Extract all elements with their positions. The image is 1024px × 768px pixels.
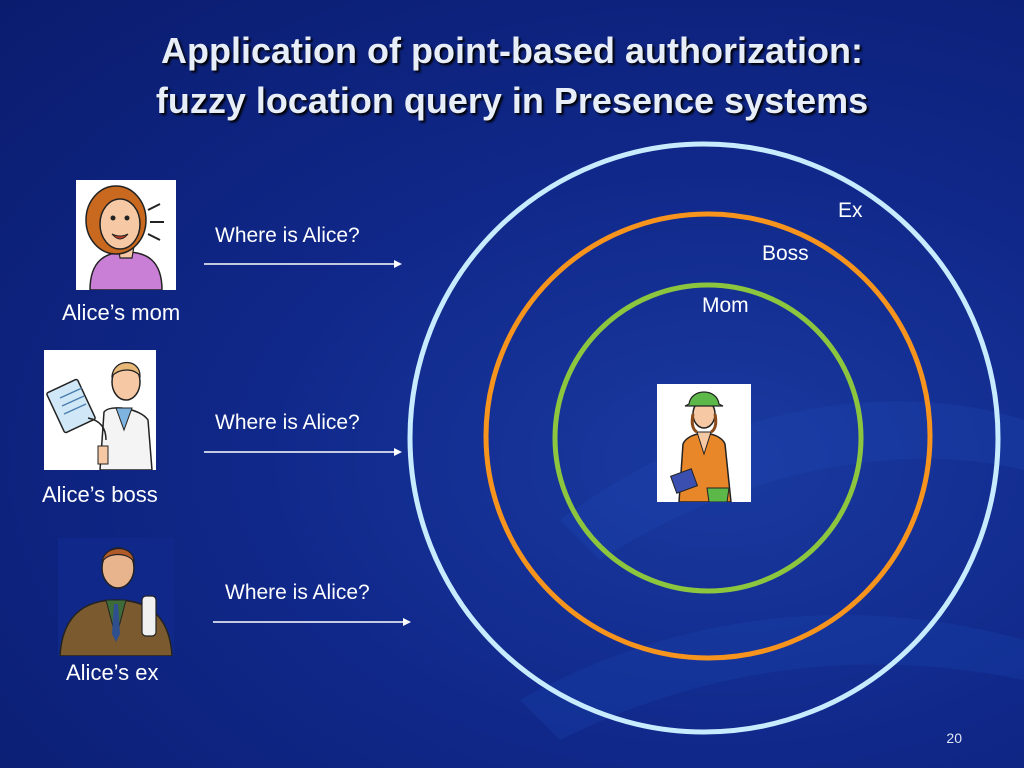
arrow-mom <box>204 260 402 268</box>
question-ex: Where is Alice? <box>225 581 370 604</box>
ring-label-boss: Boss <box>762 242 809 265</box>
ring-mom <box>552 282 864 594</box>
title-line-1: Application of point-based authorization… <box>161 30 863 71</box>
title-line-2: fuzzy location query in Presence systems <box>155 80 869 121</box>
slide-title: Application of point-based authorization… <box>0 26 1024 126</box>
page-number: 20 <box>946 730 962 746</box>
mom-clipart-icon <box>76 180 176 291</box>
requester-caption-ex: Alice’s ex <box>66 660 159 685</box>
arrow-boss <box>204 448 402 456</box>
alice-clipart-icon <box>657 384 751 503</box>
ex-clipart-icon <box>58 538 174 657</box>
requester-caption-mom: Alice’s mom <box>62 300 181 325</box>
ring-boss <box>483 211 933 661</box>
ring-label-mom: Mom <box>702 294 749 317</box>
ring-ex <box>407 141 1001 735</box>
question-boss: Where is Alice? <box>215 411 360 434</box>
boss-clipart-icon <box>44 350 156 471</box>
arrow-ex <box>213 618 411 626</box>
ring-label-ex: Ex <box>838 199 863 222</box>
requester-caption-boss: Alice’s boss <box>42 482 158 507</box>
question-mom: Where is Alice? <box>215 224 360 247</box>
